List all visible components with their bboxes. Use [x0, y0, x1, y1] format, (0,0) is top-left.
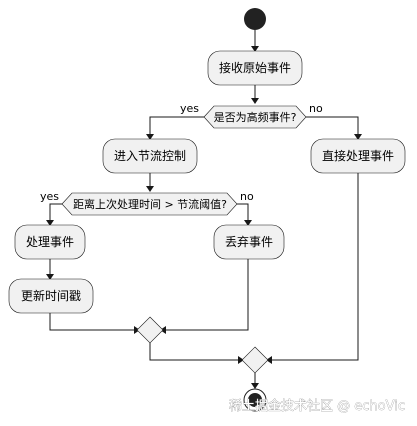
- branch-no-label: no: [309, 102, 323, 115]
- decision-threshold-label: 距离上次处理时间 > 节流阈值?: [73, 197, 227, 211]
- activity-discard-label: 丢弃事件: [225, 234, 273, 249]
- activity-process-label: 处理事件: [26, 235, 74, 249]
- branch-yes-label: yes: [40, 190, 59, 203]
- activity-enter-throttle-label: 进入节流控制: [114, 149, 186, 163]
- activity-receive-label: 接收原始事件: [219, 60, 291, 75]
- activity-update-time-label: 更新时间戳: [21, 288, 81, 303]
- activity-discard: 丢弃事件: [213, 224, 285, 260]
- activity-receive: 接收原始事件: [207, 50, 303, 86]
- activity-direct-label: 直接处理事件: [322, 148, 394, 163]
- activity-update-time: 更新时间戳: [8, 278, 94, 314]
- merge-node: [241, 346, 269, 374]
- decision-high-freq-label: 是否为高频事件?: [214, 110, 297, 124]
- decision-high-freq: 是否为高频事件?: [203, 105, 307, 129]
- branch-yes-label: yes: [180, 102, 199, 115]
- activity-direct: 直接处理事件: [310, 138, 406, 174]
- branch-no-label: no: [240, 190, 254, 203]
- activity-process: 处理事件: [14, 224, 86, 260]
- watermark: 稀土掘金技术社区 @ echoVic: [229, 398, 405, 414]
- merge-node: [136, 316, 164, 344]
- edges: [46, 30, 362, 389]
- activity-enter-throttle: 进入节流控制: [102, 138, 198, 174]
- decision-threshold: 距离上次处理时间 > 节流阈值?: [61, 192, 238, 216]
- end-node: [243, 388, 267, 412]
- start-node: [244, 8, 266, 30]
